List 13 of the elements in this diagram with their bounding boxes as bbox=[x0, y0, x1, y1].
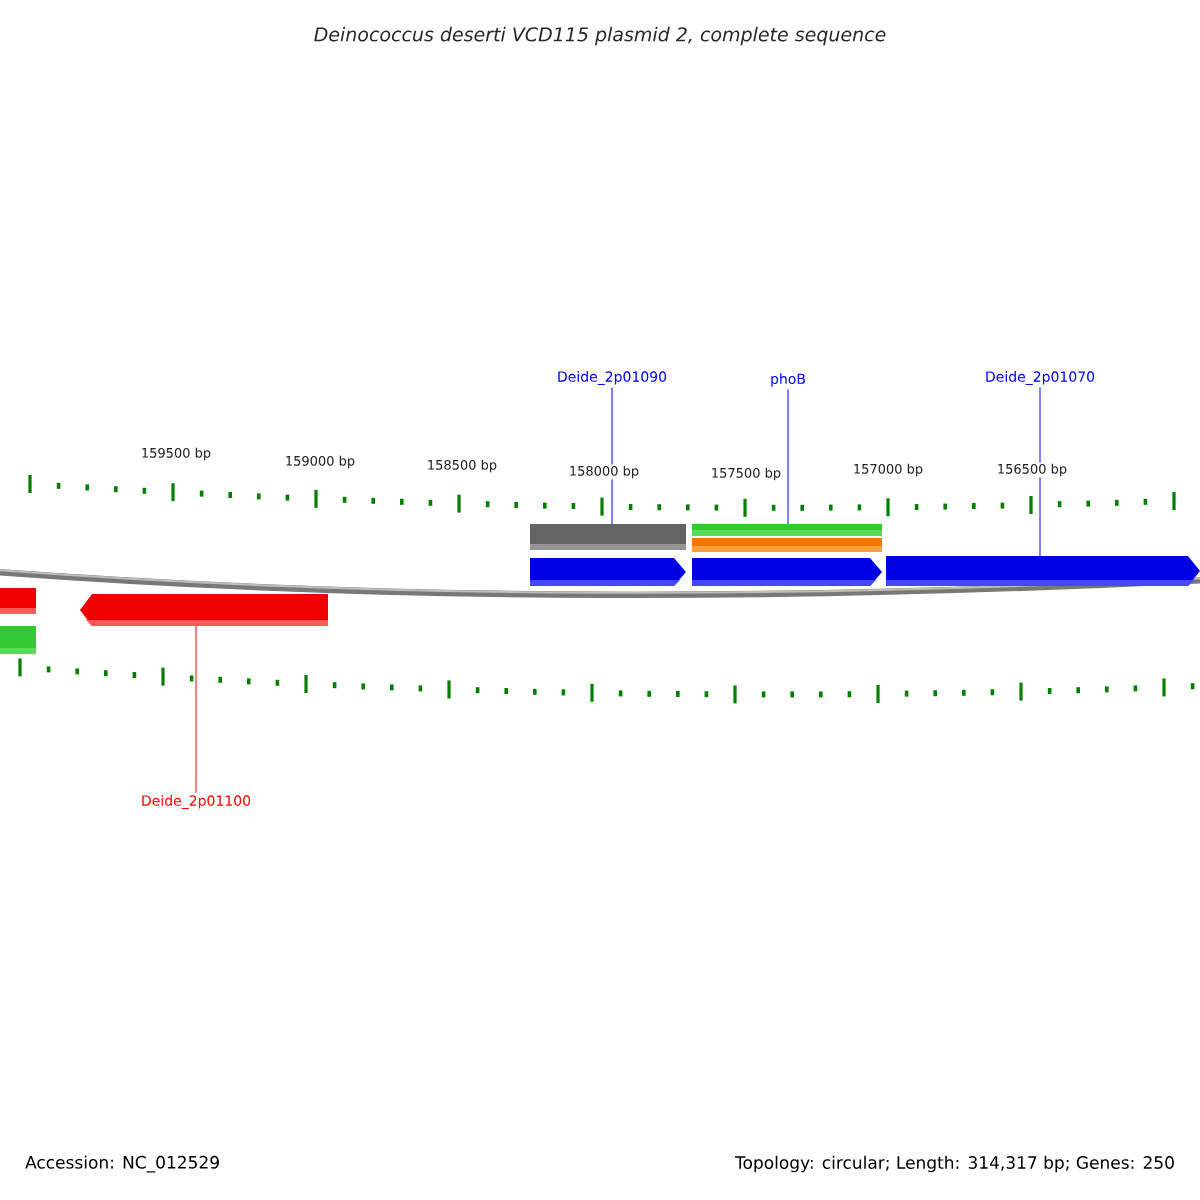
leader-line bbox=[195, 625, 197, 794]
gene-block bbox=[692, 558, 882, 586]
title: Deinococcus deserti VCD115 plasmid 2, complete sequence bbox=[314, 26, 886, 46]
summary-text: Topology: circular; Length: 314,317 bp; Genes: 250 bbox=[734, 1155, 1174, 1173]
gene-block bbox=[530, 558, 686, 586]
accession-text: Accession: NC_012529 bbox=[25, 1155, 219, 1173]
leader-line bbox=[1039, 386, 1041, 557]
gene-bar bbox=[692, 524, 882, 536]
gene-block bbox=[80, 594, 328, 626]
leader-line bbox=[787, 388, 789, 525]
leader-line bbox=[611, 386, 613, 525]
gene-block bbox=[886, 556, 1200, 586]
gene-bar bbox=[530, 524, 686, 550]
